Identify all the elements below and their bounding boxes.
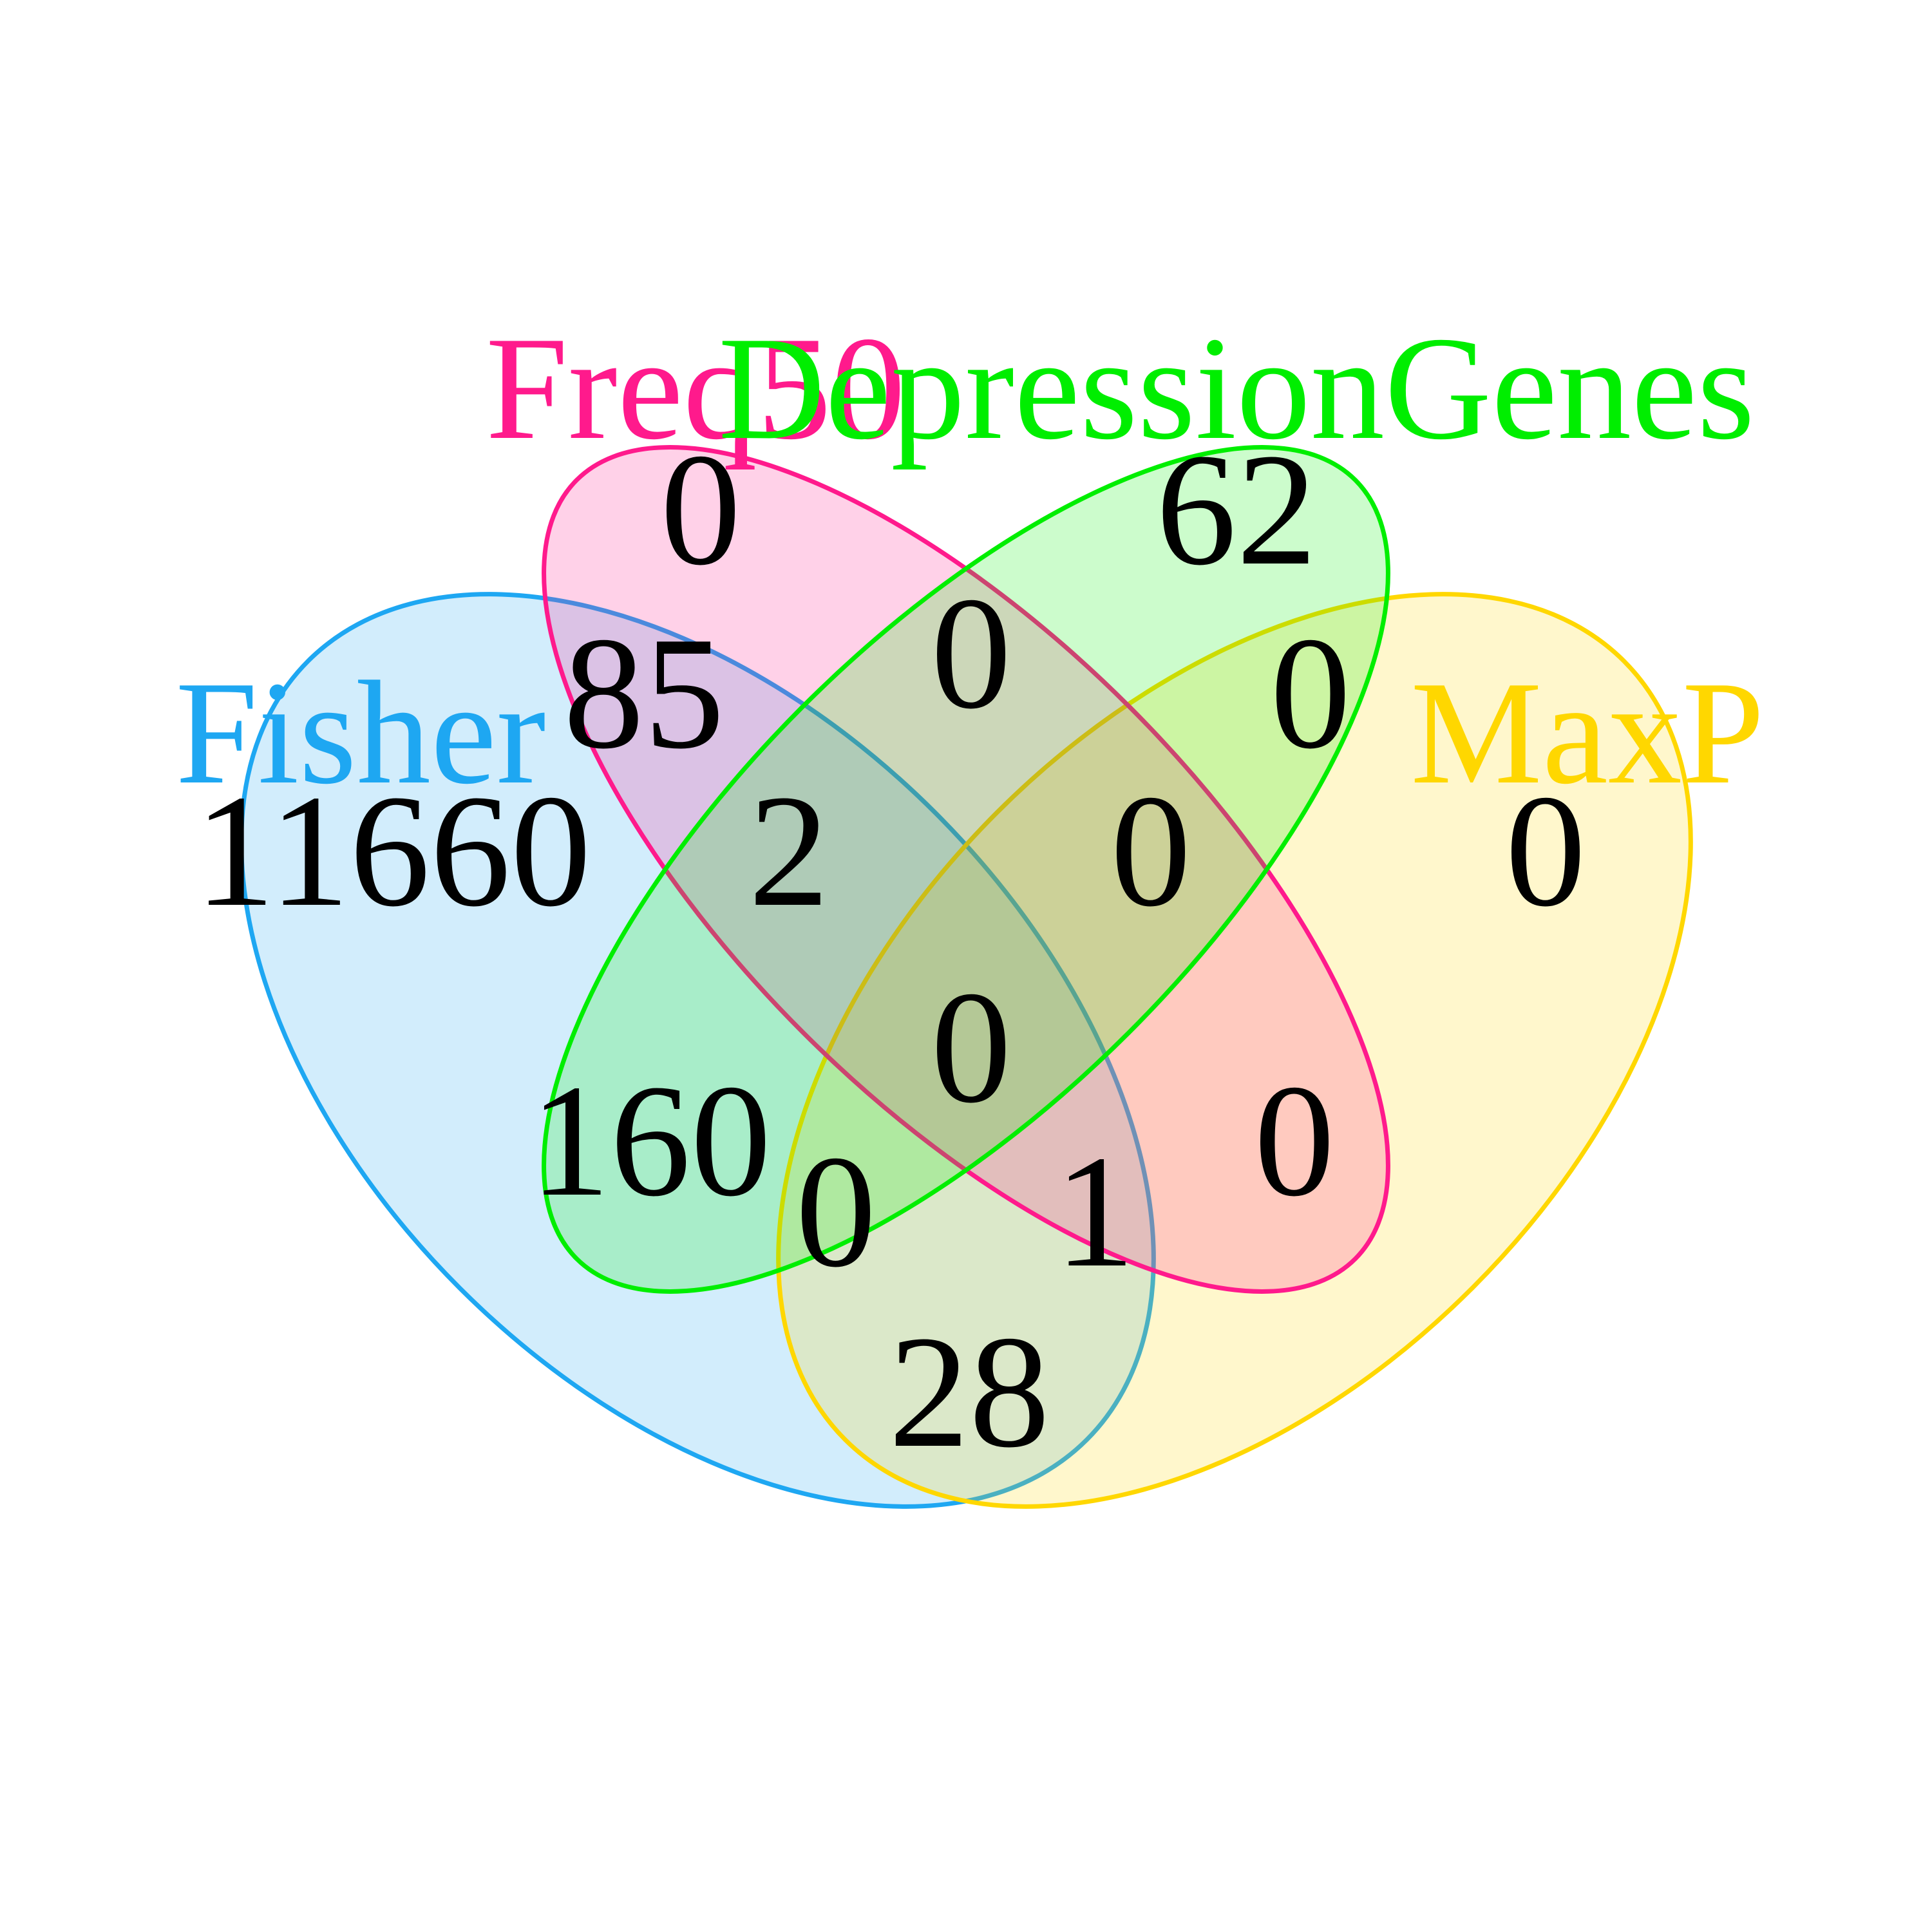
count-freq50-maxp: 0 <box>1255 1052 1335 1230</box>
count-freq50-depression: 0 <box>931 564 1012 743</box>
label-freq50: Freq50 <box>486 306 905 470</box>
count-fisher-depression: 160 <box>530 1052 772 1230</box>
count-maxp-only: 0 <box>1506 762 1586 940</box>
count-depression-only: 62 <box>1156 421 1317 599</box>
count-all-four: 0 <box>931 958 1012 1137</box>
count-freq50-depression-maxp: 0 <box>1111 762 1191 940</box>
count-fisher-freq50-maxp: 1 <box>1055 1122 1135 1301</box>
count-fisher-freq50-depression: 2 <box>749 762 829 940</box>
set-depression-ellipse <box>542 445 1390 1294</box>
count-fisher-only: 11660 <box>194 762 591 940</box>
set-fisher-ellipse <box>239 592 1156 1509</box>
count-fisher-depression-maxp: 0 <box>796 1122 876 1301</box>
label-maxp: MaxP <box>1410 650 1765 815</box>
count-fisher-freq50: 85 <box>564 604 724 782</box>
set-maxp-ellipse <box>776 592 1693 1509</box>
count-freq50-only: 0 <box>661 421 741 599</box>
count-depression-maxp: 0 <box>1271 604 1351 782</box>
label-fisher: Fisher <box>176 650 546 815</box>
label-depression: DepressionGenes <box>718 306 1755 470</box>
count-fisher-maxp: 28 <box>889 1303 1050 1481</box>
set-freq50-ellipse <box>542 445 1390 1294</box>
